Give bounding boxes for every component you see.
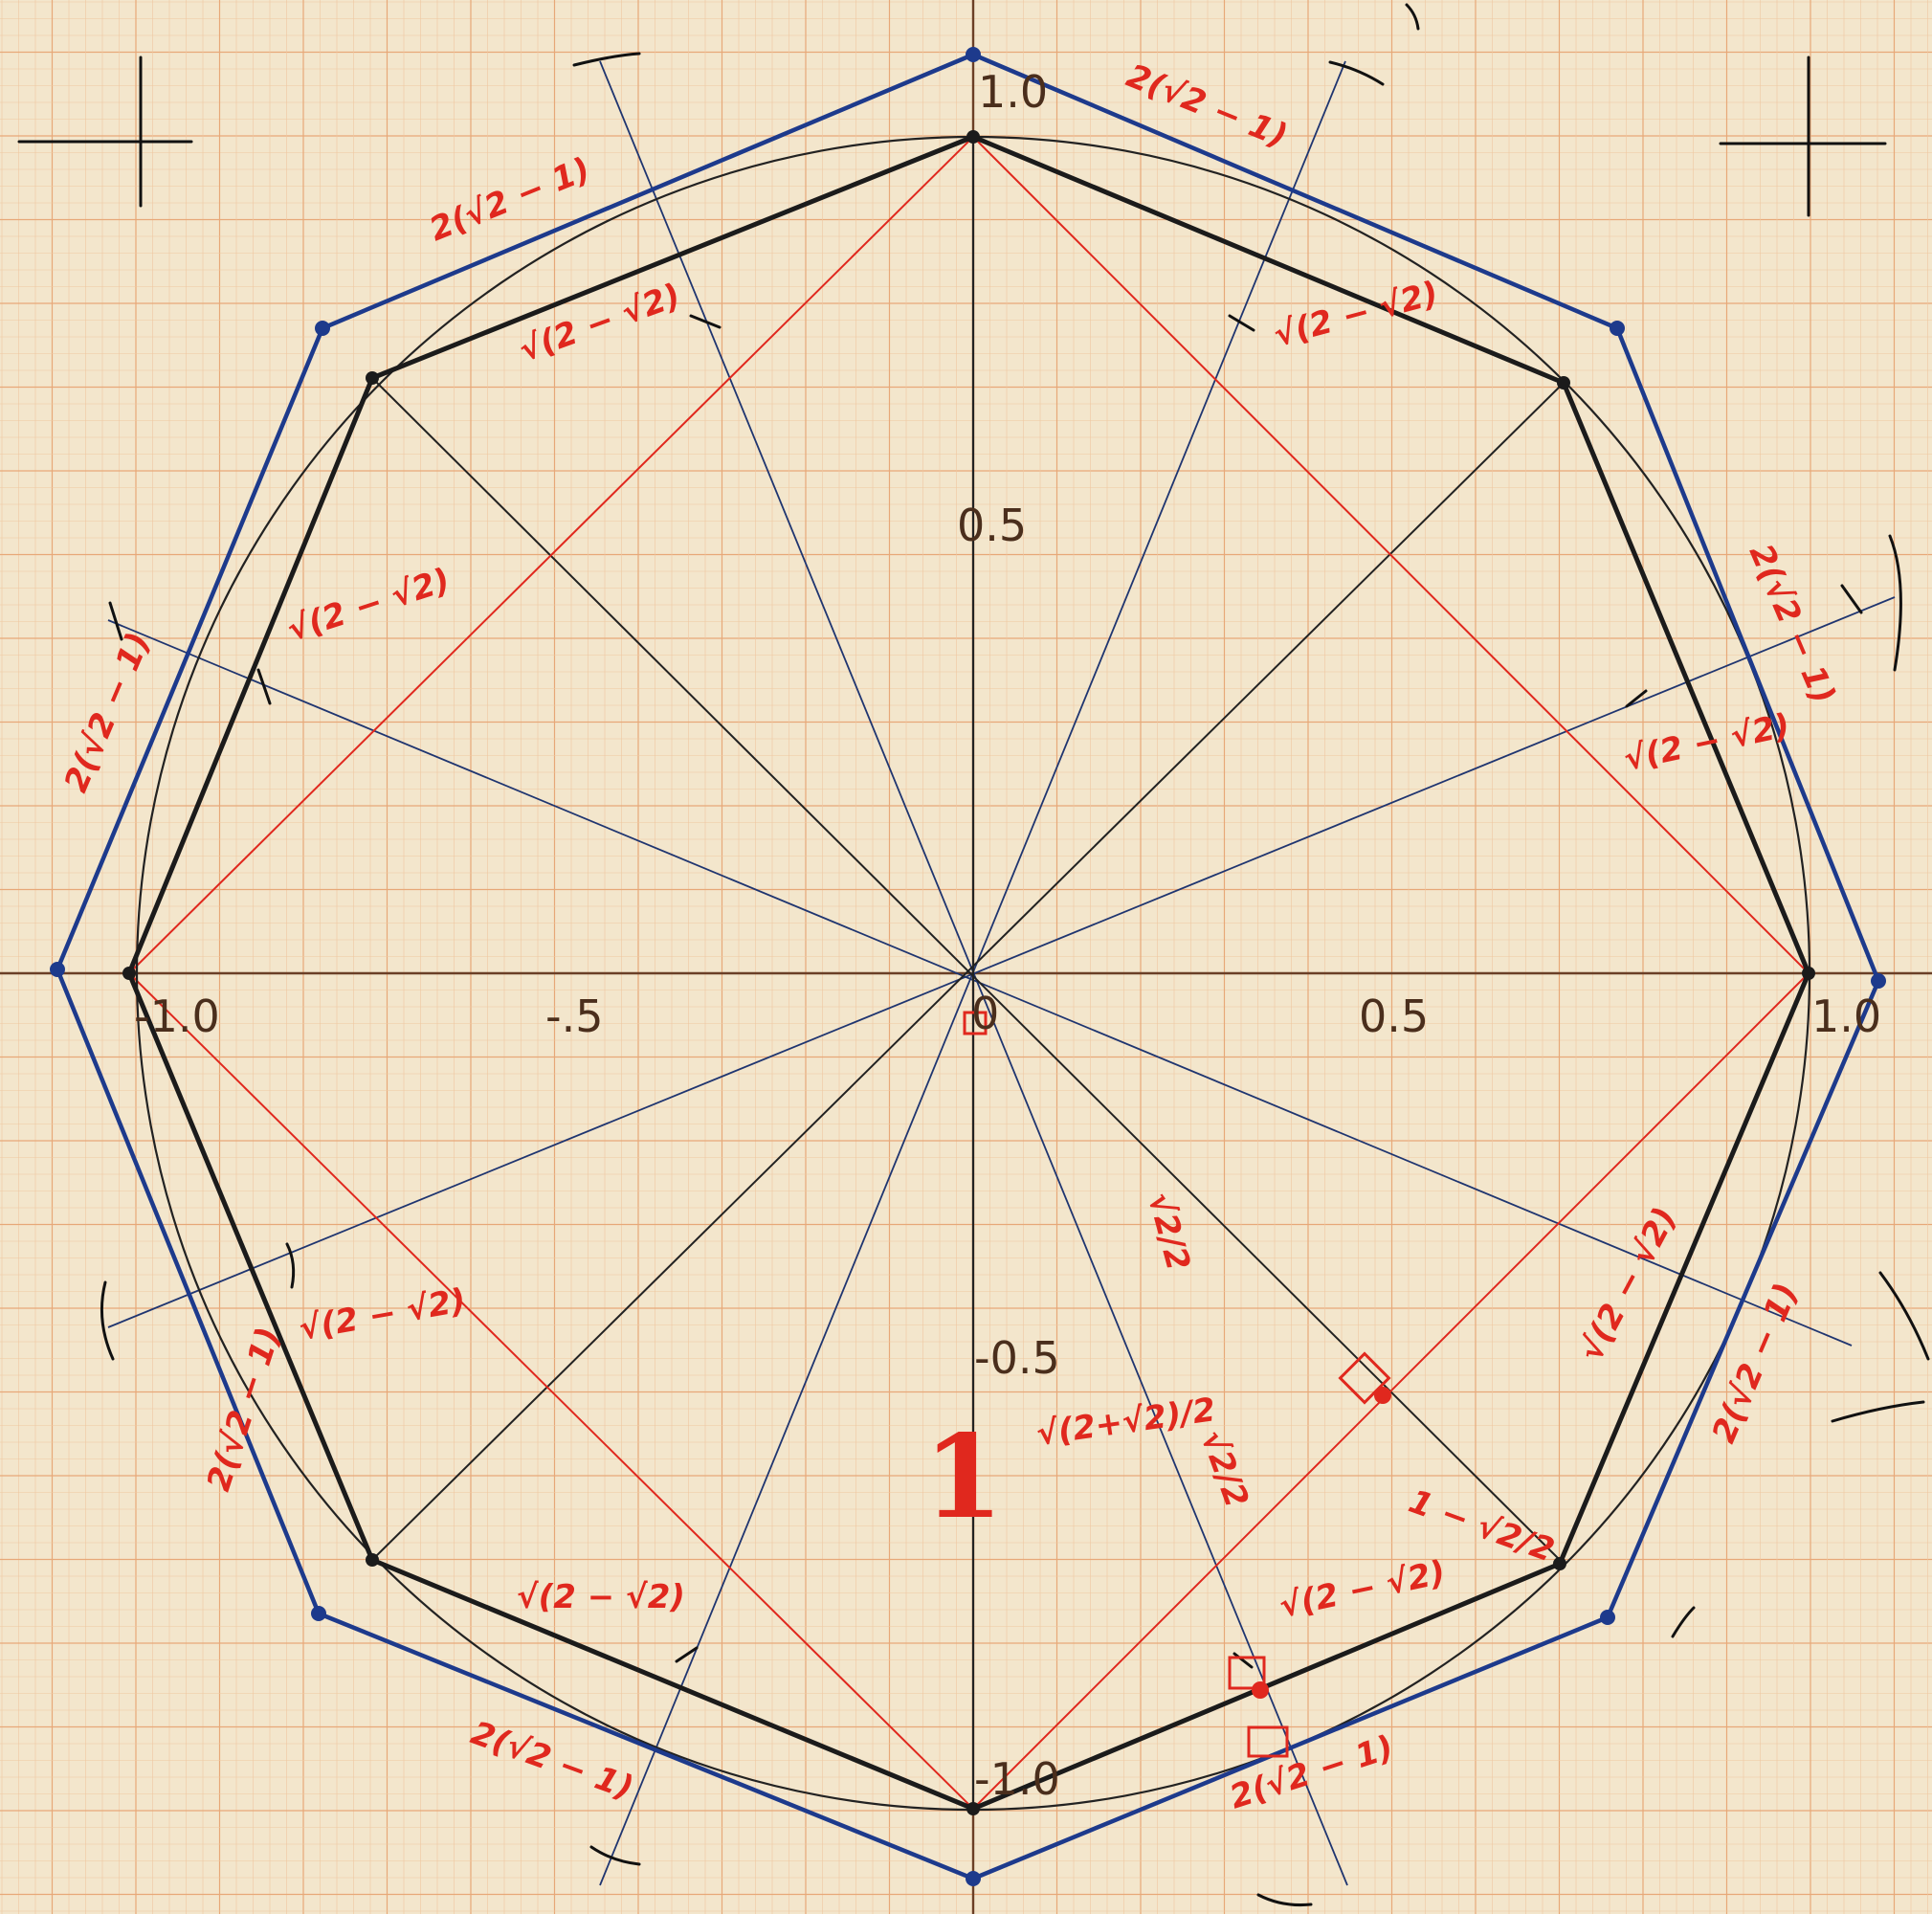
inner-vertex-dots (122, 130, 1815, 1815)
compass-arc-marks (17, 3, 1930, 1906)
tick-y-neg-1: -1.0 (974, 1753, 1060, 1805)
diagonal-lines (371, 134, 1565, 1809)
label-inner-side-top-left: √(2 − √2) (514, 277, 685, 370)
label-outer-side-lower-right: 2(√2 − 1) (1704, 1278, 1806, 1448)
label-sqrt-2-plus-root2-half: √(2+√2)/2 (1034, 1391, 1218, 1454)
label-outer-side-top-right: 2(√2 − 1) (1121, 56, 1293, 155)
label-half-root2-lower: √2/2 (1193, 1425, 1256, 1512)
tick-x-neg-half: -.5 (545, 990, 604, 1042)
tick-x-pos-half: 0.5 (1359, 990, 1429, 1042)
outer-vertex-dots (50, 47, 1886, 1886)
tick-y-pos-half: 0.5 (957, 500, 1027, 551)
label-unit-radius: 1 (923, 1410, 1004, 1545)
label-inner-side-left: √(2 − √2) (282, 561, 455, 649)
tick-y-pos-1: 1.0 (978, 66, 1048, 118)
label-inner-side-lower-right: √(2 − √2) (1572, 1201, 1685, 1368)
label-half-root2-upper: √2/2 (1140, 1189, 1197, 1275)
label-inner-side-top-right: √(2 − √2) (1270, 275, 1442, 355)
circumscribed-octagon (55, 52, 1881, 1881)
tick-x-neg-1: -1.0 (134, 990, 220, 1042)
red-construction-points (963, 1011, 1391, 1758)
label-outer-side-top-left: 2(√2 − 1) (424, 150, 595, 249)
tick-origin: 0 (971, 988, 999, 1039)
label-inner-side-right: √(2 − √2) (1621, 706, 1793, 779)
tick-y-neg-half: -0.5 (974, 1332, 1060, 1384)
label-inner-side-bottom-left: √(2 − √2) (517, 1578, 685, 1616)
axis-tick-labels: 1.0 0.5 -.5 0.5 1.0 -1.0 0 -0.5 -1.0 (134, 66, 1881, 1805)
label-inner-side-bottom-right: √(2 − √2) (1277, 1553, 1449, 1626)
tick-x-pos-1: 1.0 (1811, 990, 1881, 1042)
